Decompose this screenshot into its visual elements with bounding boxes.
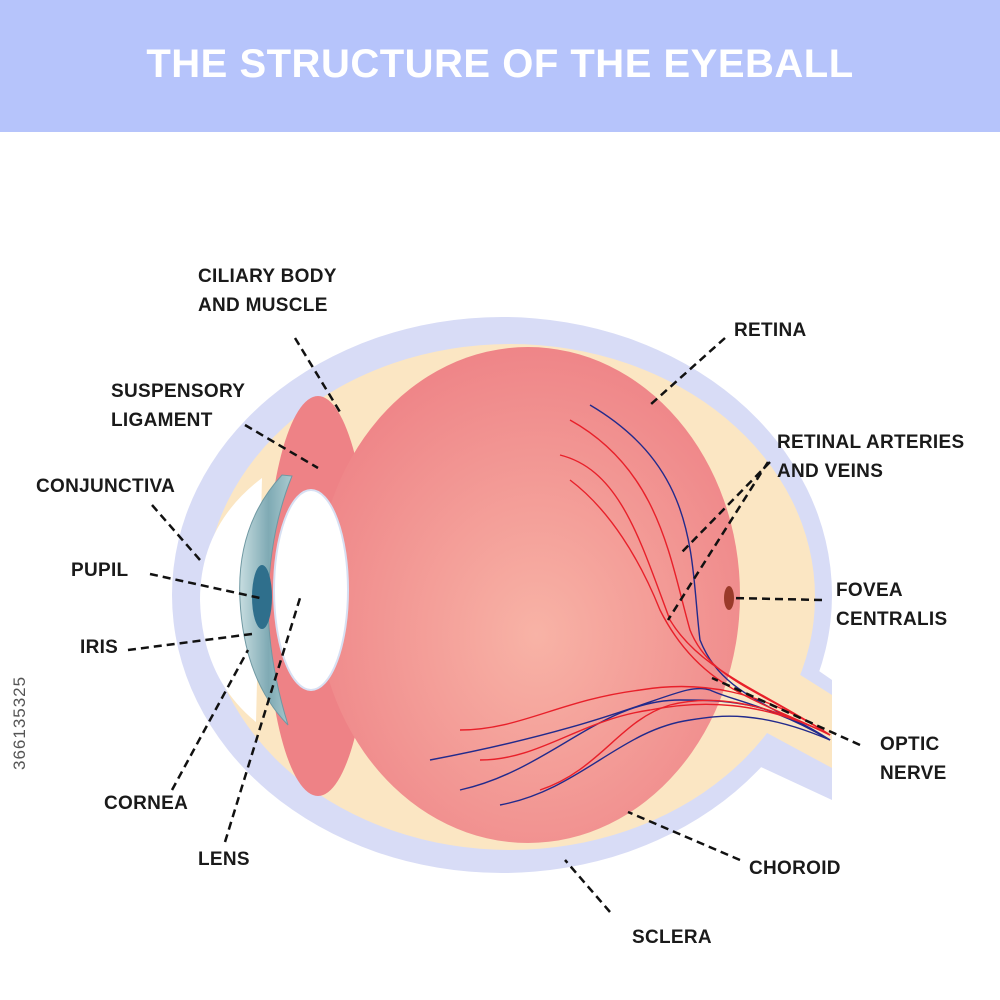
stock-id: 366135325 bbox=[10, 675, 29, 770]
title-banner: THE STRUCTURE OF THE EYEBALL bbox=[0, 0, 1000, 132]
label-retina: RETINA bbox=[734, 320, 807, 341]
label-choroid: CHOROID bbox=[749, 858, 841, 879]
pupil-shape bbox=[252, 565, 272, 629]
leader-lines bbox=[127, 337, 861, 913]
label-ciliary-body: CILIARY BODY AND MUSCLE bbox=[198, 266, 337, 316]
leader-fovea bbox=[731, 596, 823, 602]
label-optic-nerve: OPTIC NERVE bbox=[880, 734, 947, 784]
leader-pupil bbox=[149, 572, 261, 600]
label-suspensory-ligament: SUSPENSORY LIGAMENT bbox=[111, 381, 246, 431]
label-fovea-centralis: FOVEA CENTRALIS bbox=[836, 580, 948, 630]
leader-retina bbox=[649, 337, 726, 406]
fovea-shape bbox=[724, 586, 734, 610]
artery-upper-1 bbox=[569, 419, 831, 736]
artery-upper-2 bbox=[559, 454, 831, 736]
vitreous-body bbox=[316, 347, 740, 843]
label-cornea: CORNEA bbox=[104, 793, 189, 814]
leader-cornea bbox=[170, 649, 250, 791]
retinal-vessels bbox=[429, 404, 831, 806]
lens-shape bbox=[273, 489, 349, 691]
leader-sclera bbox=[564, 859, 611, 913]
leader-vessels-2 bbox=[681, 461, 771, 553]
vein-lower-2 bbox=[499, 715, 831, 806]
label-retinal-vessels: RETINAL ARTERIES AND VEINS bbox=[777, 432, 965, 482]
label-sclera: SCLERA bbox=[632, 927, 712, 948]
diagram-title: THE STRUCTURE OF THE EYEBALL bbox=[146, 41, 854, 86]
label-lens: LENS bbox=[198, 849, 250, 870]
leader-suspensory bbox=[244, 423, 319, 470]
label-pupil: PUPIL bbox=[71, 560, 129, 581]
leader-lens bbox=[223, 597, 302, 843]
artery-lower-1 bbox=[459, 685, 831, 736]
leader-optic-nerve bbox=[711, 676, 861, 747]
artery-lower-3 bbox=[539, 699, 831, 791]
optic-nerve bbox=[728, 640, 832, 768]
artery-lower-2 bbox=[479, 703, 831, 761]
leader-ciliary bbox=[293, 337, 342, 413]
leader-choroid bbox=[627, 810, 741, 862]
label-conjunctiva: CONJUNCTIVA bbox=[36, 476, 176, 497]
label-iris: IRIS bbox=[80, 637, 119, 658]
artery-upper-3 bbox=[569, 479, 831, 736]
leader-vessels-1 bbox=[666, 461, 770, 621]
leader-iris bbox=[127, 632, 253, 652]
